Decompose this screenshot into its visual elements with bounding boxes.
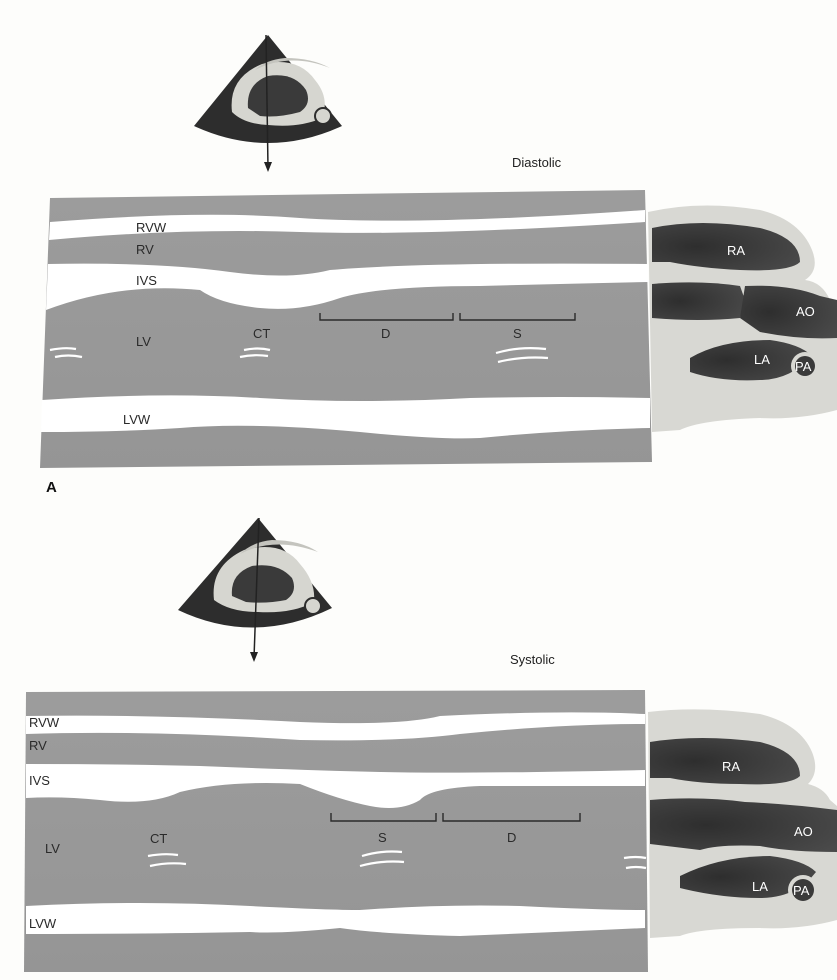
label-rvw-a: RVW [136, 220, 167, 235]
label-ivs-b: IVS [29, 773, 50, 788]
label-lvw-b: LVW [29, 916, 57, 931]
label-ivs-a: IVS [136, 273, 157, 288]
label-rvw-b: RVW [29, 715, 60, 730]
label-pa-b: PA [793, 883, 810, 898]
sector-view-a [194, 35, 342, 172]
heart-vessel-b [305, 598, 321, 614]
beam-arrow-a [264, 162, 272, 172]
label-lvw-a: LVW [123, 412, 151, 427]
label-pa-a: PA [795, 359, 812, 374]
label-ct-b: CT [150, 831, 167, 846]
label-lv-b: LV [45, 841, 60, 856]
label-rv-a: RV [136, 242, 154, 257]
sector-view-b [178, 518, 332, 662]
label-ao-b: AO [794, 824, 813, 839]
label-rv-b: RV [29, 738, 47, 753]
label-ra-a: RA [727, 243, 745, 258]
state-label-systolic: Systolic [510, 652, 555, 667]
label-la-b: LA [752, 879, 768, 894]
label-interval-1-a: D [381, 326, 390, 341]
mmode-strip-b [24, 690, 648, 972]
label-interval-2-b: D [507, 830, 516, 845]
panel-a: Diastolic RVW RV IVS LV LVW CT D S [40, 35, 837, 496]
label-lv-a: LV [136, 334, 151, 349]
beam-arrow-b [250, 652, 258, 662]
heart-vessel-a [315, 108, 331, 124]
lvot-a [652, 282, 745, 320]
state-label-diastolic: Diastolic [512, 155, 562, 170]
label-interval-1-b: S [378, 830, 387, 845]
label-ao-a: AO [796, 304, 815, 319]
label-ct-a: CT [253, 326, 270, 341]
label-interval-2-a: S [513, 326, 522, 341]
label-la-a: LA [754, 352, 770, 367]
panel-b: Systolic RVW RV IVS LV LVW CT S D [24, 518, 837, 972]
label-ra-b: RA [722, 759, 740, 774]
panel-label-a: A [46, 479, 57, 496]
